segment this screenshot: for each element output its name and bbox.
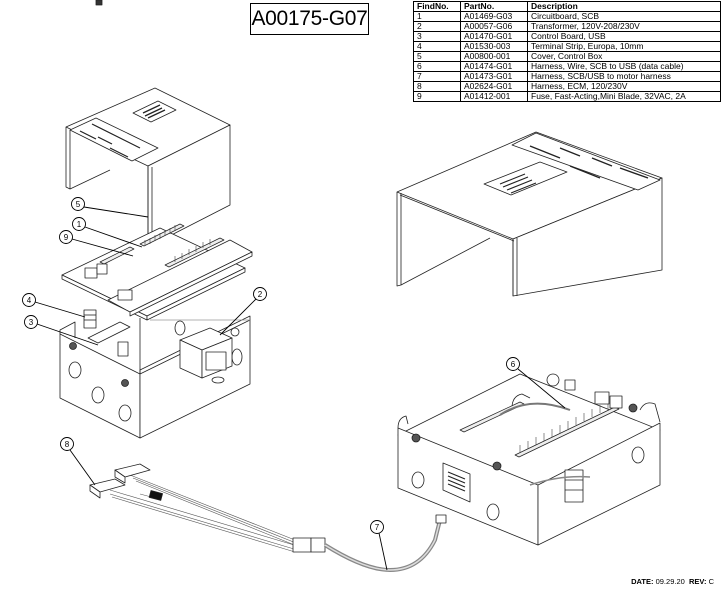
date-label: DATE:	[631, 577, 654, 586]
wire-harness	[89, 463, 447, 572]
date-value: 09.29.20	[655, 577, 685, 586]
callout-6: 6	[506, 357, 566, 409]
callout-1: 1	[72, 217, 143, 248]
callout-5: 5	[71, 197, 149, 218]
callout-1-label: 1	[77, 220, 82, 229]
callout-7-label: 7	[375, 523, 380, 532]
cell-description: Fuse, Fast-Acting,Mini Blade, 32VAC, 2A	[527, 91, 721, 102]
circuitboard-assembly	[61, 223, 253, 321]
rev-label: REV:	[688, 577, 707, 586]
control-box-assembled	[397, 373, 661, 546]
callout-2-label: 2	[258, 290, 263, 299]
callout-7: 7	[370, 520, 388, 571]
callout-4-label: 4	[27, 296, 32, 305]
callout-8: 8	[60, 437, 96, 486]
callout-3-label: 3	[29, 318, 34, 327]
callout-9-label: 9	[64, 233, 69, 242]
callout-3: 3	[24, 315, 99, 346]
callout-2: 2	[219, 287, 267, 336]
cover-standalone	[396, 131, 663, 297]
transformer	[179, 327, 233, 384]
callout-6-label: 6	[511, 360, 516, 369]
callout-5-label: 5	[76, 200, 81, 209]
cover-exploded	[65, 87, 231, 248]
callouts: 5 1 9 4 3 2 6	[22, 197, 566, 571]
rev-value: C	[708, 577, 714, 586]
callout-8-label: 8	[65, 440, 70, 449]
drawing-number-title: A00175-G07	[250, 3, 369, 35]
revision-footer: DATE: 09.29.20 REV: C	[631, 577, 714, 586]
chassis-box-exploded	[59, 0, 251, 439]
callout-4: 4	[22, 293, 86, 318]
callout-9: 9	[59, 230, 134, 257]
